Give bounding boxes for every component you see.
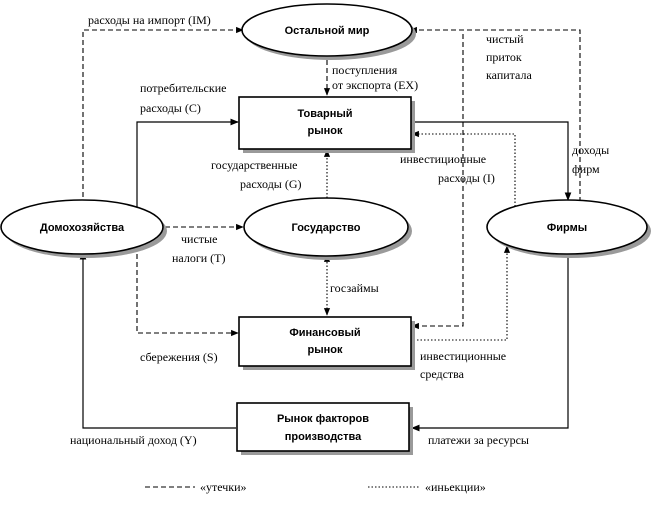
firm-revenue-label-1: доходы [572,143,609,157]
investment-funds-label-2: средства [420,367,465,381]
capital-to-finmarket-arrow [411,34,464,330]
investment-spending-label-2: расходы (I) [438,171,495,185]
consumption-label-1: потребительские [140,81,226,95]
savings-label: сбережения (S) [140,350,218,364]
goods-market-label-2: рынок [308,125,343,137]
legend-injections-label: «иньекции» [425,480,486,494]
firm-revenue-label-2: фирм [572,162,600,176]
government-node: Государство [243,197,412,260]
exports-label-1: поступления [332,63,398,77]
resource-payments-label: платежи за ресурсы [428,433,529,447]
national-income-arrow [79,251,236,429]
financial-market-label-1: Финансовый [289,327,360,339]
financial-market-label-2: рынок [308,344,343,356]
factor-market-node: Рынок факторов производства [236,402,413,455]
gov-spending-label-1: государственные [211,158,298,172]
consumption-label-2: расходы (C) [140,101,201,115]
legend: «утечки» «иньекции» [145,480,486,494]
financial-market-node: Финансовый рынок [238,316,415,370]
resource-payments-arrow [411,254,569,432]
imports-arrow [82,26,244,205]
capital-inflow-label-2: приток [486,50,522,64]
gov-borrowing-label: госзаймы [330,281,379,295]
households-label: Домохозяйства [40,222,125,234]
goods-market-node: Товарный рынок [238,96,415,153]
consumption-arrow [136,118,239,208]
imports-label: расходы на импорт (IM) [88,13,211,27]
investment-funds-label-1: инвестиционные [420,349,506,363]
investment-funds-arrow [410,245,511,341]
rest-of-world-label: Остальной мир [285,25,370,37]
national-income-label: национальный доход (Y) [70,433,197,447]
savings-arrow [136,246,239,337]
capital-inflow-label-1: чистый [486,32,524,46]
firms-label: Фирмы [547,222,587,234]
firms-node: Фирмы [486,199,651,258]
rest-of-world-node: Остальной мир [241,3,416,60]
households-node: Домохозяйства [0,199,167,258]
net-taxes-label-1: чистые [181,232,217,246]
capital-inflow-label-3: капитала [486,68,532,82]
legend-leakages-label: «утечки» [200,480,247,494]
capital-inflow-arrow [409,26,581,210]
goods-market-label-1: Товарный [298,108,353,120]
net-taxes-label-2: налоги (T) [172,251,226,265]
investment-spending-arrow [411,130,516,210]
government-label: Государство [292,222,361,234]
investment-spending-label-1: инвестиционные [400,152,486,166]
factor-market-label-2: производства [285,431,362,443]
factor-market-label-1: Рынок факторов [277,413,369,425]
gov-spending-label-2: расходы (G) [240,177,302,191]
exports-label-2: от экспорта (EX) [332,78,418,92]
